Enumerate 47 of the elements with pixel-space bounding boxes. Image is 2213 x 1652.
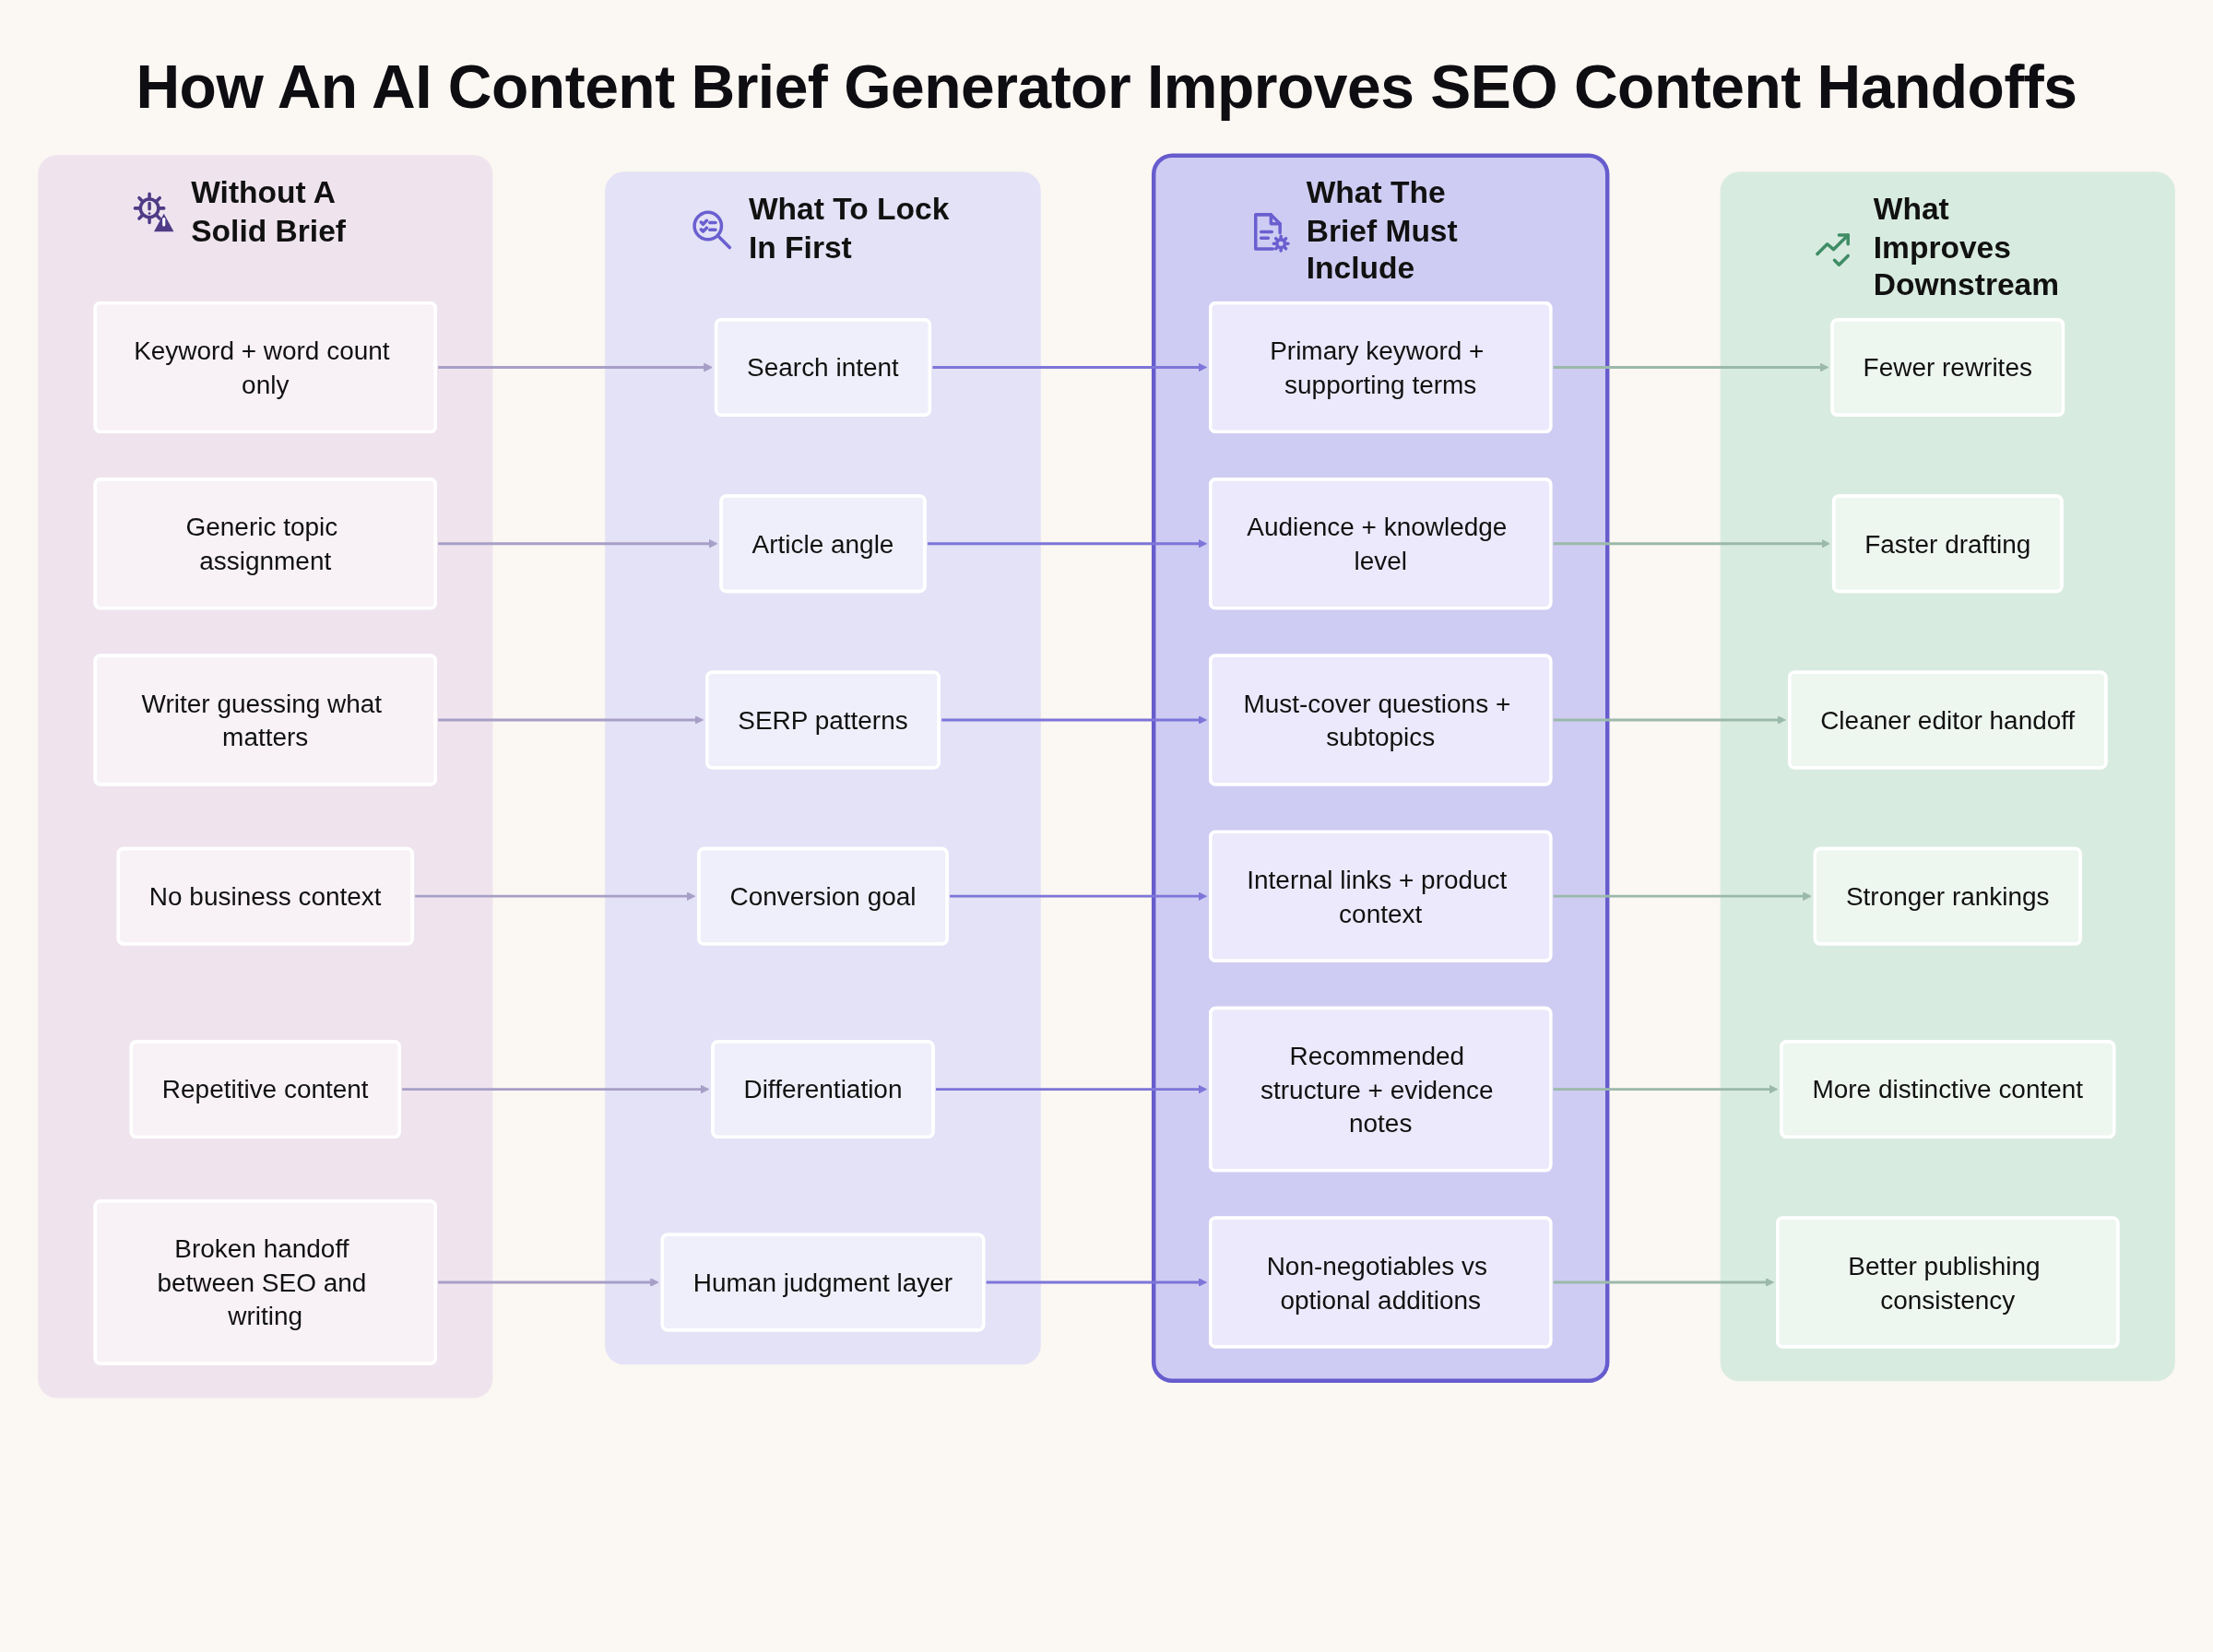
step-card: Better publishing consistency <box>1776 1216 2120 1349</box>
arrow <box>927 538 1207 549</box>
arrow <box>1553 362 1829 372</box>
arrow <box>941 715 1207 725</box>
column-heading: What The Brief Must Include <box>1306 174 1458 285</box>
arrow <box>932 362 1207 372</box>
arrow <box>936 1084 1207 1094</box>
step-card: Article angle <box>719 494 927 594</box>
step-card: Search intent <box>714 318 932 417</box>
step-card: Human judgment layer <box>660 1233 986 1332</box>
step-card: Generic topic assignment <box>93 478 437 610</box>
step-card: Audience + knowledge level <box>1209 478 1553 610</box>
column-heading: Without A Solid Brief <box>191 174 346 247</box>
arrow <box>438 538 718 549</box>
arrow <box>415 891 696 902</box>
arrow <box>438 715 704 725</box>
arrow <box>438 362 713 372</box>
arrow <box>950 891 1207 902</box>
step-card: Internal links + product context <box>1209 830 1553 962</box>
step-card: Recommended structure + evidence notes <box>1209 1006 1553 1173</box>
column-heading: What Improves Downstream <box>1873 192 2060 301</box>
step-card: Fewer rewrites <box>1830 318 2065 417</box>
step-card: Stronger rankings <box>1813 846 2082 946</box>
step-card: Cleaner editor handoff <box>1787 670 2108 770</box>
step-card: Conversion goal <box>697 846 949 946</box>
step-card: Repetitive content <box>129 1040 401 1139</box>
step-card: More distinctive content <box>1780 1040 2116 1139</box>
step-card: Broken handoff between SEO and writing <box>93 1199 437 1365</box>
step-card: Keyword + word count only <box>93 301 437 434</box>
arrow <box>1553 715 1786 725</box>
arrow <box>1553 538 1830 549</box>
step-card: Non-negotiables vs optional additions <box>1209 1216 1553 1349</box>
column-heading: What To Lock In First <box>748 192 950 264</box>
step-card: Writer guessing what matters <box>93 654 437 786</box>
step-card: SERP patterns <box>705 670 941 770</box>
step-card: Must-cover questions + subtopics <box>1209 654 1553 786</box>
arrow <box>1553 891 1812 902</box>
step-card: Differentiation <box>711 1040 935 1139</box>
arrow <box>986 1278 1207 1287</box>
arrow <box>438 1278 659 1287</box>
step-card: Faster drafting <box>1831 494 2064 594</box>
step-card: Primary keyword + supporting terms <box>1209 301 1553 434</box>
arrow <box>402 1084 710 1094</box>
arrow <box>1553 1278 1775 1287</box>
arrow <box>1553 1084 1779 1094</box>
diagram-title: How An AI Content Brief Generator Improves SEO Content Handoffs <box>136 52 2077 122</box>
step-card: No business context <box>116 846 414 946</box>
